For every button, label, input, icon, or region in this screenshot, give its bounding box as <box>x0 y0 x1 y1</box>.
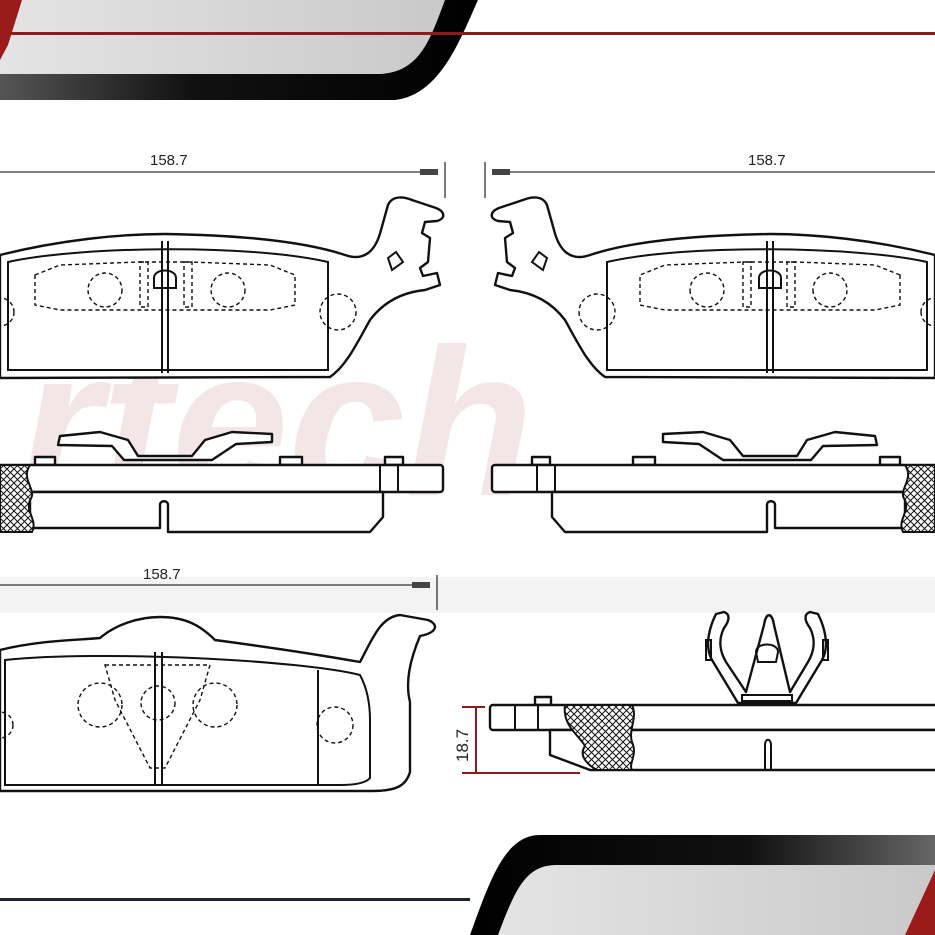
dimension-label: 158.7 <box>143 566 181 583</box>
watermark-band <box>0 577 935 613</box>
dimension-label: 18.7 <box>453 729 472 762</box>
pad-face-view-right <box>490 196 935 380</box>
dimension-top-right: 158.7 <box>484 152 935 198</box>
footer-swoosh <box>0 835 935 935</box>
dimension-label: 158.7 <box>748 152 786 169</box>
dimension-bottom-left: 158.7 <box>0 566 438 610</box>
pad-face-view-left <box>0 196 445 380</box>
dimension-top-left: 158.7 <box>0 152 446 198</box>
pad-side-view-left <box>0 430 445 534</box>
pad-side-view-right <box>490 430 935 534</box>
dimension-label: 158.7 <box>150 152 188 169</box>
dimension-thickness: 18.7 <box>453 706 580 774</box>
header-swoosh <box>0 0 935 100</box>
pad-side-view-with-clip <box>488 610 935 772</box>
pad-face-view-bottom <box>0 613 437 793</box>
